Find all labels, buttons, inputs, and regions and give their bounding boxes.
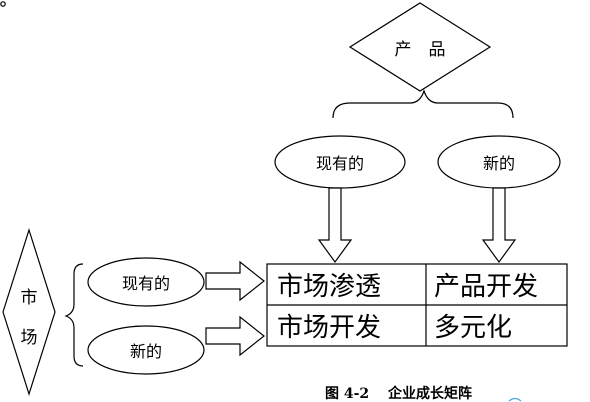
product-new-label: 新的 xyxy=(483,154,515,173)
product-existing-label: 现有的 xyxy=(316,154,364,173)
corner-mark xyxy=(508,397,522,402)
cell-diversification: 多元化 xyxy=(434,313,512,343)
market-new-ellipse xyxy=(87,325,205,375)
product-brace xyxy=(332,89,514,119)
product-diamond xyxy=(348,2,492,92)
market-existing-ellipse xyxy=(87,257,205,307)
market-label-line1: 市 xyxy=(21,288,38,308)
cell-product-development: 产品开发 xyxy=(434,272,538,302)
product-label: 产 品 xyxy=(395,40,446,60)
right-arrow-new xyxy=(205,315,265,357)
right-arrow-existing xyxy=(205,260,265,302)
down-arrow-new xyxy=(481,187,517,264)
market-diamond xyxy=(2,228,56,396)
cell-market-development: 市场开发 xyxy=(277,313,381,343)
market-new-label: 新的 xyxy=(130,342,162,361)
down-arrow-existing xyxy=(317,187,353,264)
cell-market-penetration: 市场渗透 xyxy=(277,272,381,302)
market-label-line2: 场 xyxy=(21,328,38,348)
figure-caption: 图 4-2 企业成长矩阵 xyxy=(325,385,472,402)
corner-dot xyxy=(0,1,6,7)
market-existing-label: 现有的 xyxy=(122,274,170,293)
market-brace xyxy=(64,263,84,367)
